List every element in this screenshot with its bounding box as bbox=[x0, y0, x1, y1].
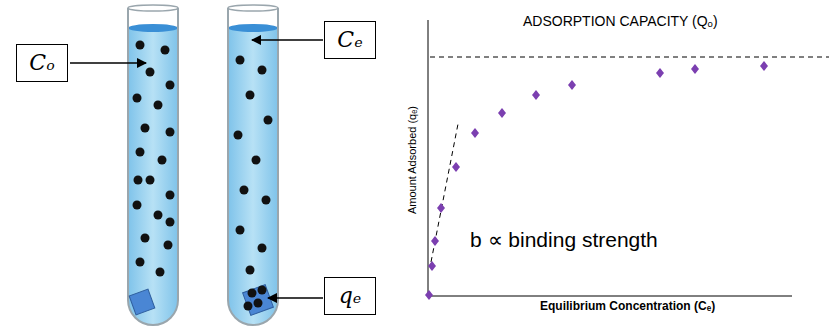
molecule-dot bbox=[141, 234, 150, 243]
data-point bbox=[428, 261, 436, 271]
data-point bbox=[568, 80, 576, 90]
label-box: qₑ bbox=[324, 277, 376, 315]
label-box: Cₒ bbox=[16, 44, 68, 82]
molecule-dot bbox=[244, 302, 253, 311]
molecule-dot bbox=[234, 131, 243, 140]
molecule-dot bbox=[141, 124, 150, 133]
molecule-dot bbox=[133, 201, 142, 210]
molecule-dot bbox=[154, 211, 163, 220]
axis-title: Equilibrium Concentration (Cₑ) bbox=[540, 300, 715, 313]
test-tube bbox=[128, 5, 178, 325]
molecule-dot bbox=[246, 91, 255, 100]
molecule-dot bbox=[258, 244, 267, 253]
data-point bbox=[431, 236, 439, 246]
isotherm-chart bbox=[425, 20, 829, 300]
solute-molecules bbox=[133, 41, 273, 311]
molecule-dot bbox=[133, 94, 142, 103]
molecule-dot bbox=[166, 81, 175, 90]
molecule-dot bbox=[164, 241, 173, 250]
molecule-dot bbox=[252, 156, 261, 165]
label-box: Cₑ bbox=[324, 21, 376, 59]
molecule-dot bbox=[154, 101, 163, 110]
data-point bbox=[437, 203, 445, 213]
leader-arrow bbox=[252, 39, 323, 41]
molecule-dot bbox=[236, 56, 245, 65]
test-tube bbox=[228, 5, 278, 325]
molecule-dot bbox=[258, 66, 267, 75]
molecule-dot bbox=[246, 266, 255, 275]
molecule-dot bbox=[146, 68, 155, 77]
data-point bbox=[498, 108, 506, 118]
data-point bbox=[452, 162, 460, 172]
data-point bbox=[532, 90, 540, 100]
molecule-dot bbox=[161, 46, 170, 55]
molecule-dot bbox=[136, 148, 145, 157]
variable-symbol: qₑ bbox=[339, 285, 362, 307]
molecule-dot bbox=[240, 186, 249, 195]
molecule-dot bbox=[158, 156, 167, 165]
variable-symbol: Cₒ bbox=[29, 52, 54, 74]
capacity-label: ADSORPTION CAPACITY (Qₒ) bbox=[520, 14, 721, 29]
molecule-dot bbox=[136, 258, 145, 267]
data-point bbox=[691, 64, 699, 74]
leader-arrow bbox=[268, 297, 323, 299]
variable-symbol: Cₑ bbox=[337, 29, 362, 51]
data-point bbox=[471, 128, 479, 138]
molecule-dot bbox=[236, 226, 245, 235]
molecule-dot bbox=[156, 268, 165, 277]
molecule-dot bbox=[166, 191, 175, 200]
molecule-dot bbox=[254, 299, 263, 308]
molecule-dot bbox=[166, 128, 175, 137]
data-point bbox=[425, 290, 433, 300]
leader-arrow bbox=[70, 62, 146, 64]
molecule-dot bbox=[258, 286, 267, 295]
molecule-dot bbox=[248, 289, 257, 298]
molecule-dot bbox=[136, 41, 145, 50]
axis-title: Amount Adsorbed (qₑ) bbox=[406, 106, 418, 214]
molecule-dot bbox=[262, 196, 271, 205]
molecule-dot bbox=[264, 116, 273, 125]
molecule-dot bbox=[146, 176, 155, 185]
data-point bbox=[656, 68, 664, 78]
annotation: b ∝ binding strength bbox=[470, 228, 658, 251]
molecule-dot bbox=[134, 176, 143, 185]
molecule-dot bbox=[166, 218, 175, 227]
data-point bbox=[760, 61, 768, 71]
